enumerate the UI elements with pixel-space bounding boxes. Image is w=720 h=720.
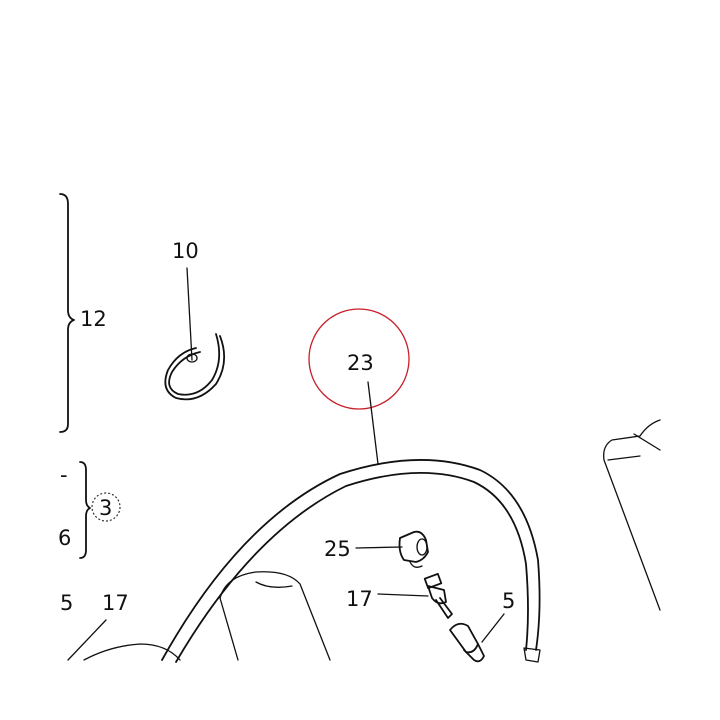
leader-23 — [367, 381, 379, 465]
label-17-right: 17 — [346, 587, 373, 611]
connector-part-17 — [423, 573, 453, 619]
leader-5-right — [481, 613, 505, 643]
housing-outline-bottom-left — [83, 643, 181, 661]
hose-part-23 — [161, 459, 541, 663]
leader-10 — [186, 267, 193, 361]
label-6: 6 — [58, 526, 71, 550]
plug-part-5 — [449, 622, 485, 663]
leader-17-left — [67, 619, 107, 661]
housing-outline-right — [603, 419, 661, 611]
bracket-12 — [59, 193, 75, 433]
label-17-left: 17 — [102, 591, 129, 615]
label-23: 23 — [347, 351, 374, 375]
clip-part-10 — [164, 333, 226, 401]
housing-outline-center — [219, 571, 331, 661]
leader-25 — [355, 546, 403, 549]
part-3-dashed-circle — [91, 492, 121, 522]
label-12: 12 — [80, 307, 107, 331]
leader-17-right — [377, 593, 429, 597]
label-3: 3 — [99, 496, 112, 520]
label-10: 10 — [172, 239, 199, 263]
label-25: 25 — [324, 537, 351, 561]
fitting-part-25 — [398, 530, 429, 568]
highlight-circle-23 — [308, 308, 410, 410]
label-5-left: 5 — [60, 591, 73, 615]
bracket-6 — [79, 461, 91, 559]
dash-mark: - — [60, 463, 68, 487]
label-5-right: 5 — [502, 589, 515, 613]
